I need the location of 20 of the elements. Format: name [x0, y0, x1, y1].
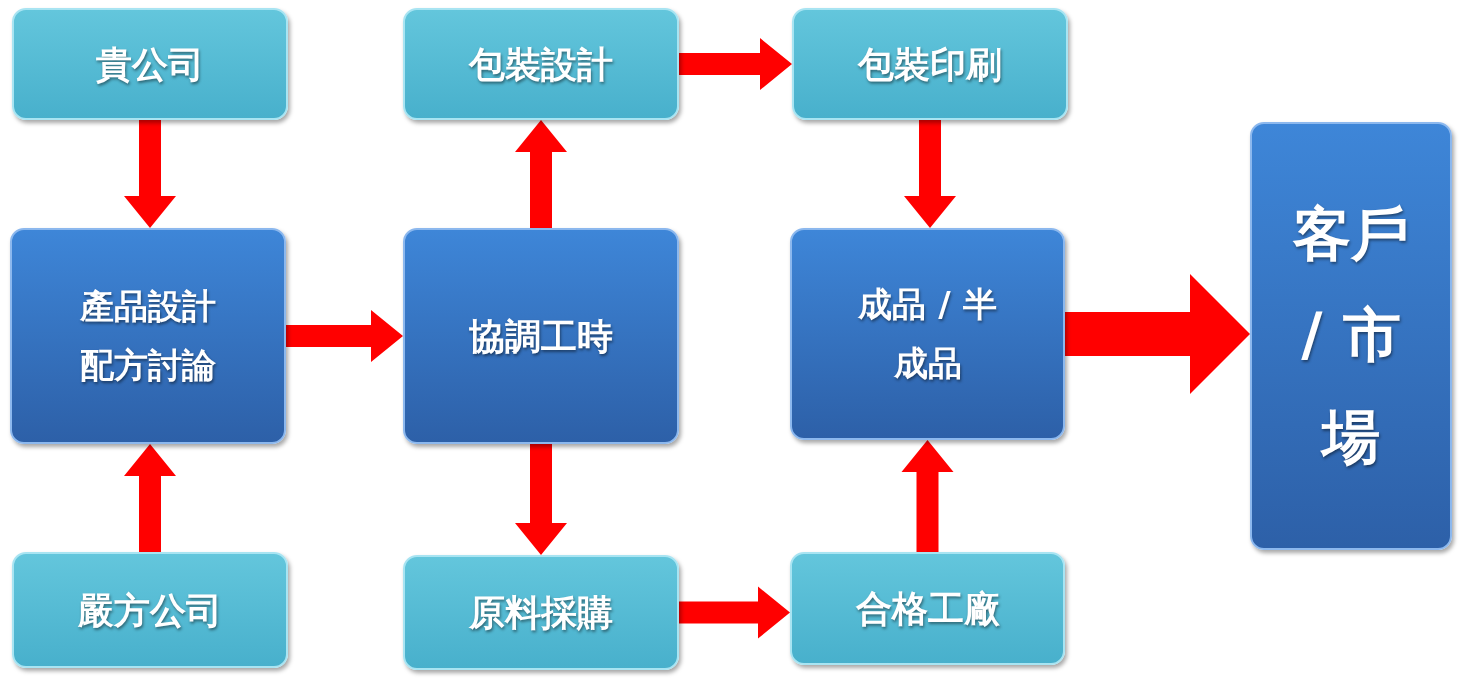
process-box: 合格工廠	[790, 552, 1065, 665]
process-box: 客戶 / 市場	[1250, 122, 1452, 550]
process-box: 原料採購	[403, 555, 679, 670]
arrow	[515, 120, 567, 228]
arrow	[904, 120, 956, 228]
process-box: 包裝設計	[403, 8, 679, 120]
process-box: 貴公司	[12, 8, 288, 120]
arrow	[124, 120, 176, 228]
arrow	[679, 586, 790, 639]
arrow	[124, 444, 176, 552]
arrow	[515, 444, 567, 555]
process-box: 產品設計配方討論	[10, 228, 286, 444]
process-box: 包裝印刷	[792, 8, 1068, 120]
arrow	[679, 38, 792, 90]
arrow	[286, 310, 403, 362]
arrow	[901, 440, 954, 552]
process-box: 嚴方公司	[12, 552, 288, 668]
process-box: 成品 / 半成品	[790, 228, 1065, 440]
arrow	[1065, 274, 1250, 394]
process-box: 協調工時	[403, 228, 679, 444]
